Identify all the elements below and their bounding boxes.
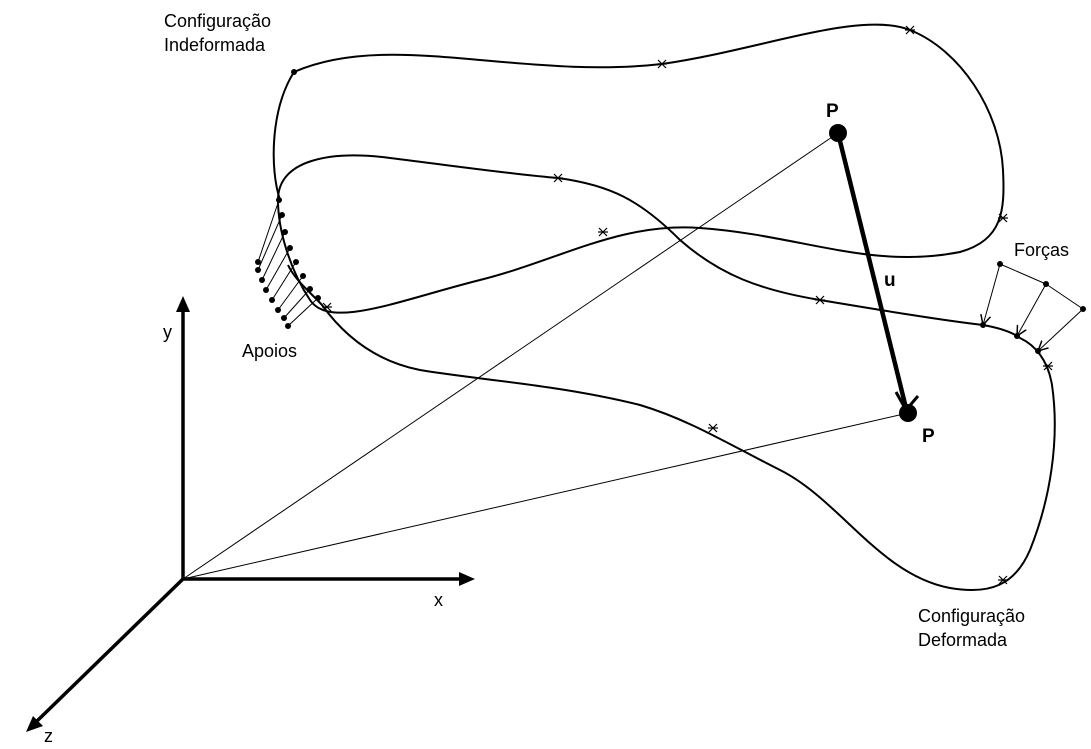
axis-y-label: y (163, 322, 172, 342)
node-markers (291, 25, 1053, 585)
position-vector-initial (182, 132, 839, 580)
axis-x-label: x (434, 590, 443, 610)
coordinate-axes (26, 296, 475, 732)
undeformed-configuration-curve-left (272, 71, 295, 201)
z-axis (34, 577, 185, 724)
point-p-final (899, 404, 917, 422)
forces-group (980, 261, 1086, 354)
undeformed-configuration-curve (276, 23, 1005, 326)
point-p-final-label: P (922, 426, 935, 447)
deformed-label-line2: Deformada (918, 630, 1008, 650)
displacement-label: u (884, 270, 896, 291)
forces-label: Forças (1014, 240, 1069, 260)
deformed-label-line1: Configuração (918, 606, 1025, 626)
axis-z-label: z (44, 726, 53, 746)
supports-label: Apoios (242, 341, 297, 361)
deformed-configuration-curve (287, 264, 1056, 592)
point-p-initial (829, 124, 847, 142)
undeformed-label-line1: Configuração (164, 11, 271, 31)
displacement-vector (835, 132, 920, 413)
position-vector-final (182, 412, 909, 580)
point-p-initial-label: P (826, 101, 839, 122)
undeformed-label-line2: Indeformada (164, 35, 266, 55)
supports-group (255, 197, 321, 329)
